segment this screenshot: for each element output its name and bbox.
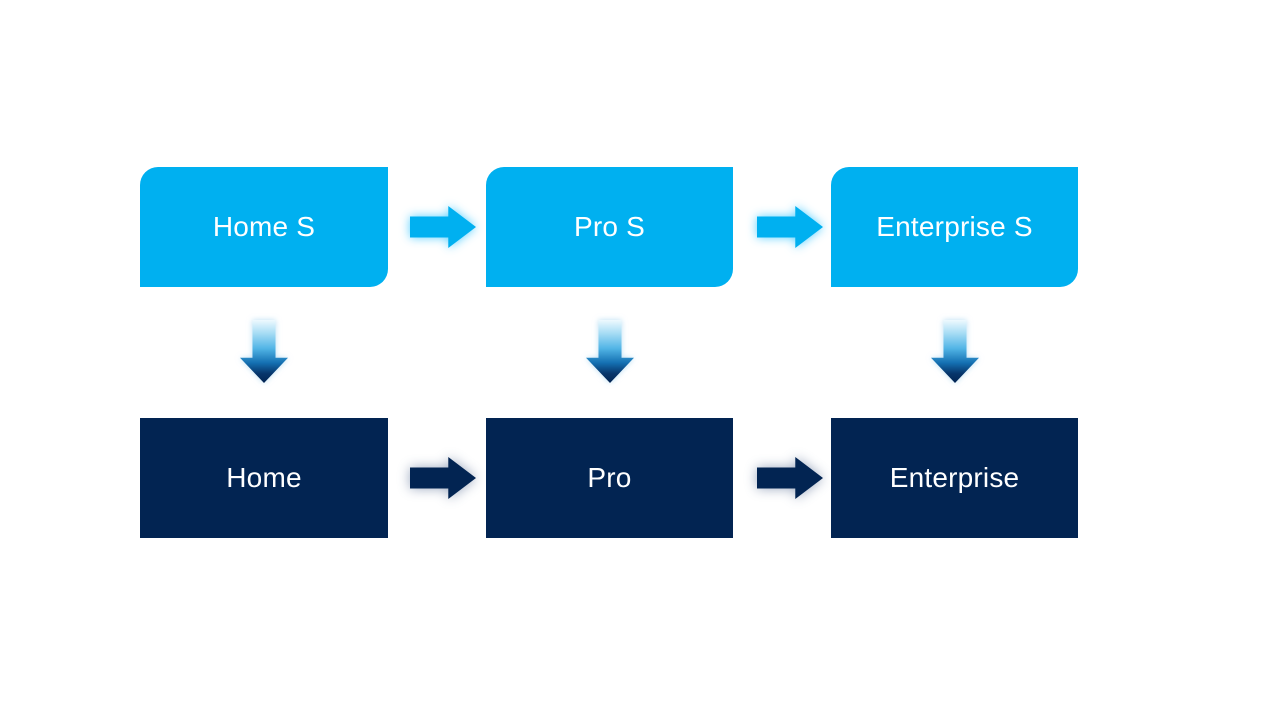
right-arrow-shape [410,206,476,248]
box-enterprise-s-label: Enterprise S [876,211,1033,242]
down-arrow-shape [586,320,634,383]
box-pro-s-label: Pro S [573,211,646,242]
box-enterprise-label: Enterprise [889,462,1020,493]
right-arrow-icon-top-1 [410,206,476,248]
box-home-s: Home S [140,167,388,287]
right-arrow-shape [757,206,823,248]
box-home-s-label: Home S [212,211,316,242]
right-arrow-shape [410,457,476,499]
box-enterprise-s: Enterprise S [831,167,1078,287]
box-home: Home [140,418,388,538]
right-arrow-icon-bottom-2 [757,457,823,499]
down-arrow-icon-2 [586,320,634,383]
down-arrow-icon-3 [931,320,979,383]
box-home-label: Home [226,462,302,493]
box-pro-s: Pro S [486,167,733,287]
right-arrow-icon-top-2 [757,206,823,248]
box-pro: Pro [486,418,733,538]
box-enterprise: Enterprise [831,418,1078,538]
down-arrow-shape [240,320,288,383]
down-arrow-icon-1 [240,320,288,383]
right-arrow-icon-bottom-1 [410,457,476,499]
box-pro-label: Pro [587,462,632,493]
down-arrow-shape [931,320,979,383]
right-arrow-shape [757,457,823,499]
